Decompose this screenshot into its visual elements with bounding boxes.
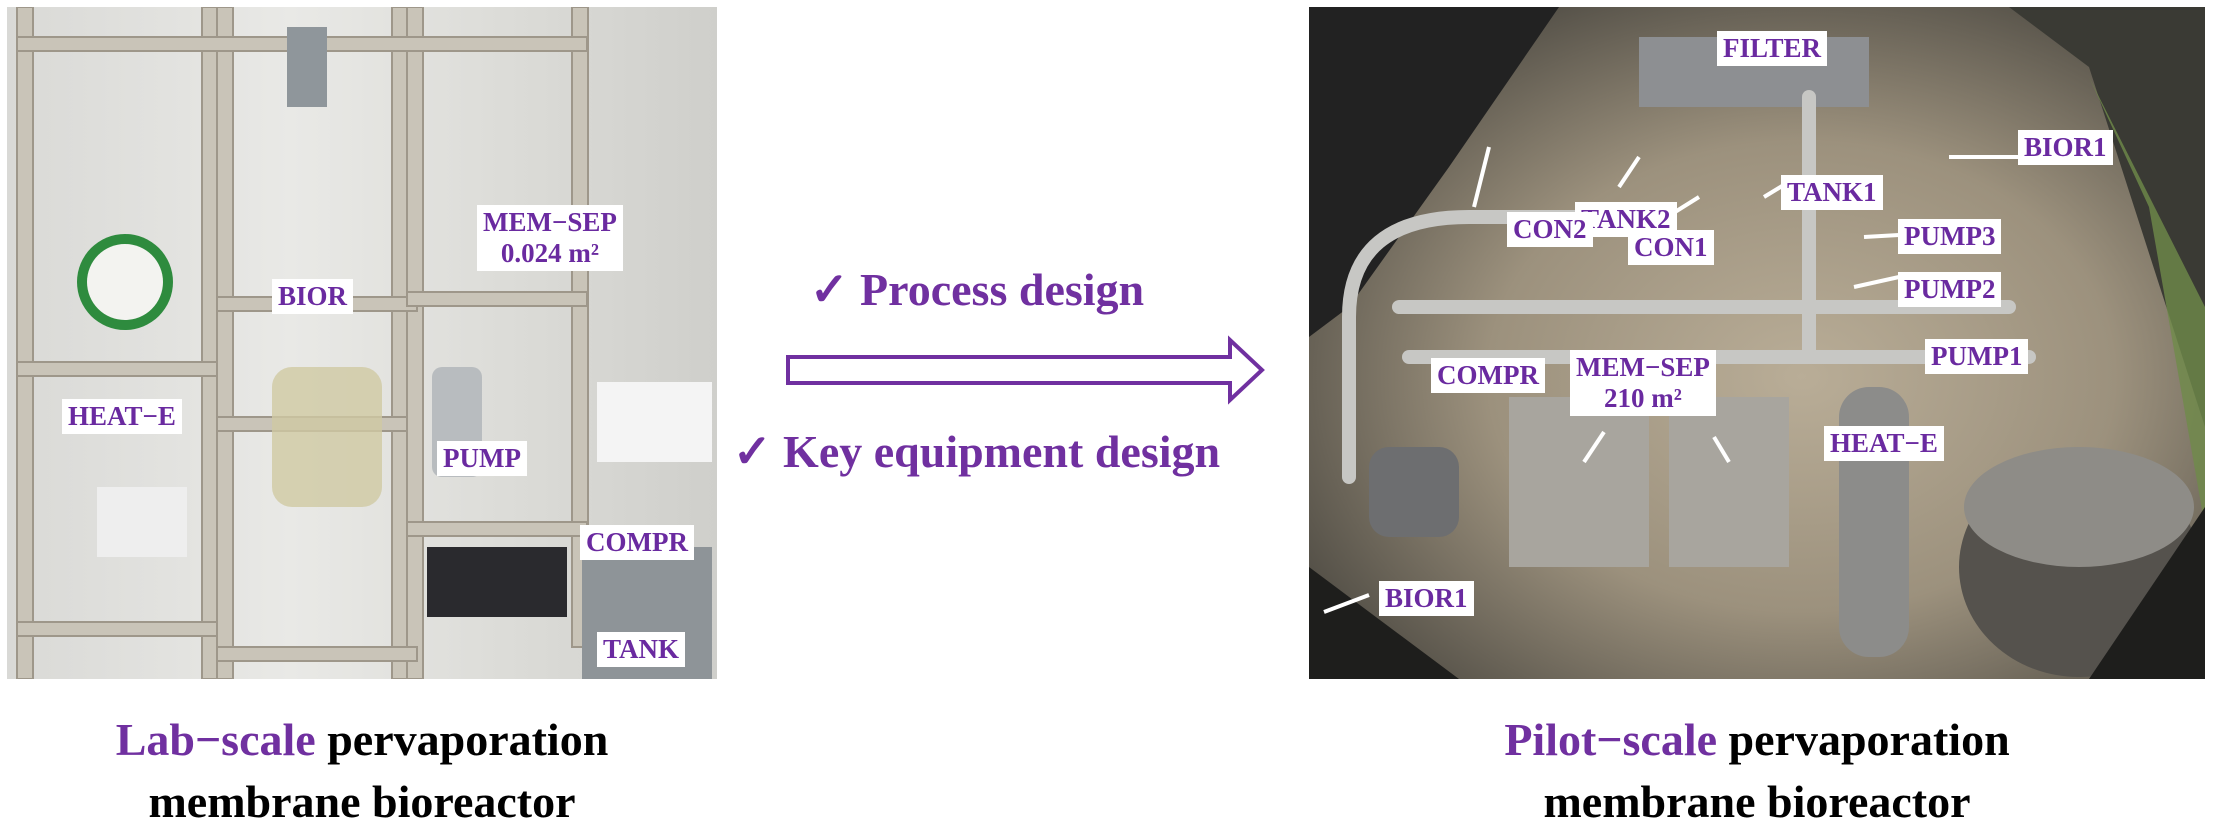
label-pump2: PUMP2 [1898, 272, 2002, 308]
label-membrane-separator: MEM−SEP 210 m² [1570, 350, 1716, 417]
pilot-caption: Pilot−scale pervaporation membrane biore… [1309, 709, 2205, 833]
label-bioreactor1-top: BIOR1 [2018, 130, 2113, 166]
membrane-area: 210 m² [1604, 383, 1682, 414]
pilot-plant-illustration [1309, 7, 2205, 679]
lab-caption-rest: pervaporation [315, 714, 609, 765]
pilot-caption-line2: membrane bioreactor [1543, 776, 1971, 827]
lab-rack-illustration [16, 7, 712, 679]
label-compressor: COMPR [1431, 358, 1545, 394]
label-tank: TANK [597, 632, 686, 668]
label-heat-exchanger: HEAT−E [62, 399, 182, 435]
label-condenser2: CON2 [1507, 212, 1593, 248]
lab-caption-highlight: Lab−scale [115, 714, 316, 765]
lab-caption: Lab−scale pervaporation membrane bioreac… [7, 709, 717, 833]
label-condenser1: CON1 [1628, 230, 1714, 266]
pilot-caption-highlight: Pilot−scale [1504, 714, 1718, 765]
label-pump3: PUMP3 [1898, 219, 2002, 255]
lab-caption-line2: membrane bioreactor [148, 776, 576, 827]
label-tank1: TANK1 [1781, 175, 1883, 211]
pilot-caption-rest: pervaporation [1717, 714, 2010, 765]
label-bioreactor: BIOR [272, 279, 354, 315]
lab-scale-photo: HEAT−E BIOR MEM−SEP 0.024 m² PUMP COMPR … [7, 7, 717, 679]
label-compressor: COMPR [580, 525, 694, 561]
label-filter: FILTER [1717, 31, 1828, 67]
membrane-separator-name: MEM−SEP [1576, 352, 1710, 382]
process-design-item: ✓ Process design [810, 264, 1145, 315]
label-pump1: PUMP1 [1925, 339, 2029, 375]
label-pump: PUMP [437, 441, 527, 477]
membrane-separator-name: MEM−SEP [483, 207, 617, 237]
label-heat-exchanger: HEAT−E [1824, 426, 1944, 462]
pilot-scale-photo: FILTER TANK2 TANK1 BIOR1 CON2 CON1 PUMP3… [1309, 7, 2205, 679]
key-equipment-design-item: ✓ Key equipment design [733, 426, 1221, 477]
label-bioreactor1-bottom: BIOR1 [1379, 581, 1474, 617]
label-membrane-separator: MEM−SEP 0.024 m² [477, 205, 623, 272]
membrane-area: 0.024 m² [500, 238, 599, 269]
